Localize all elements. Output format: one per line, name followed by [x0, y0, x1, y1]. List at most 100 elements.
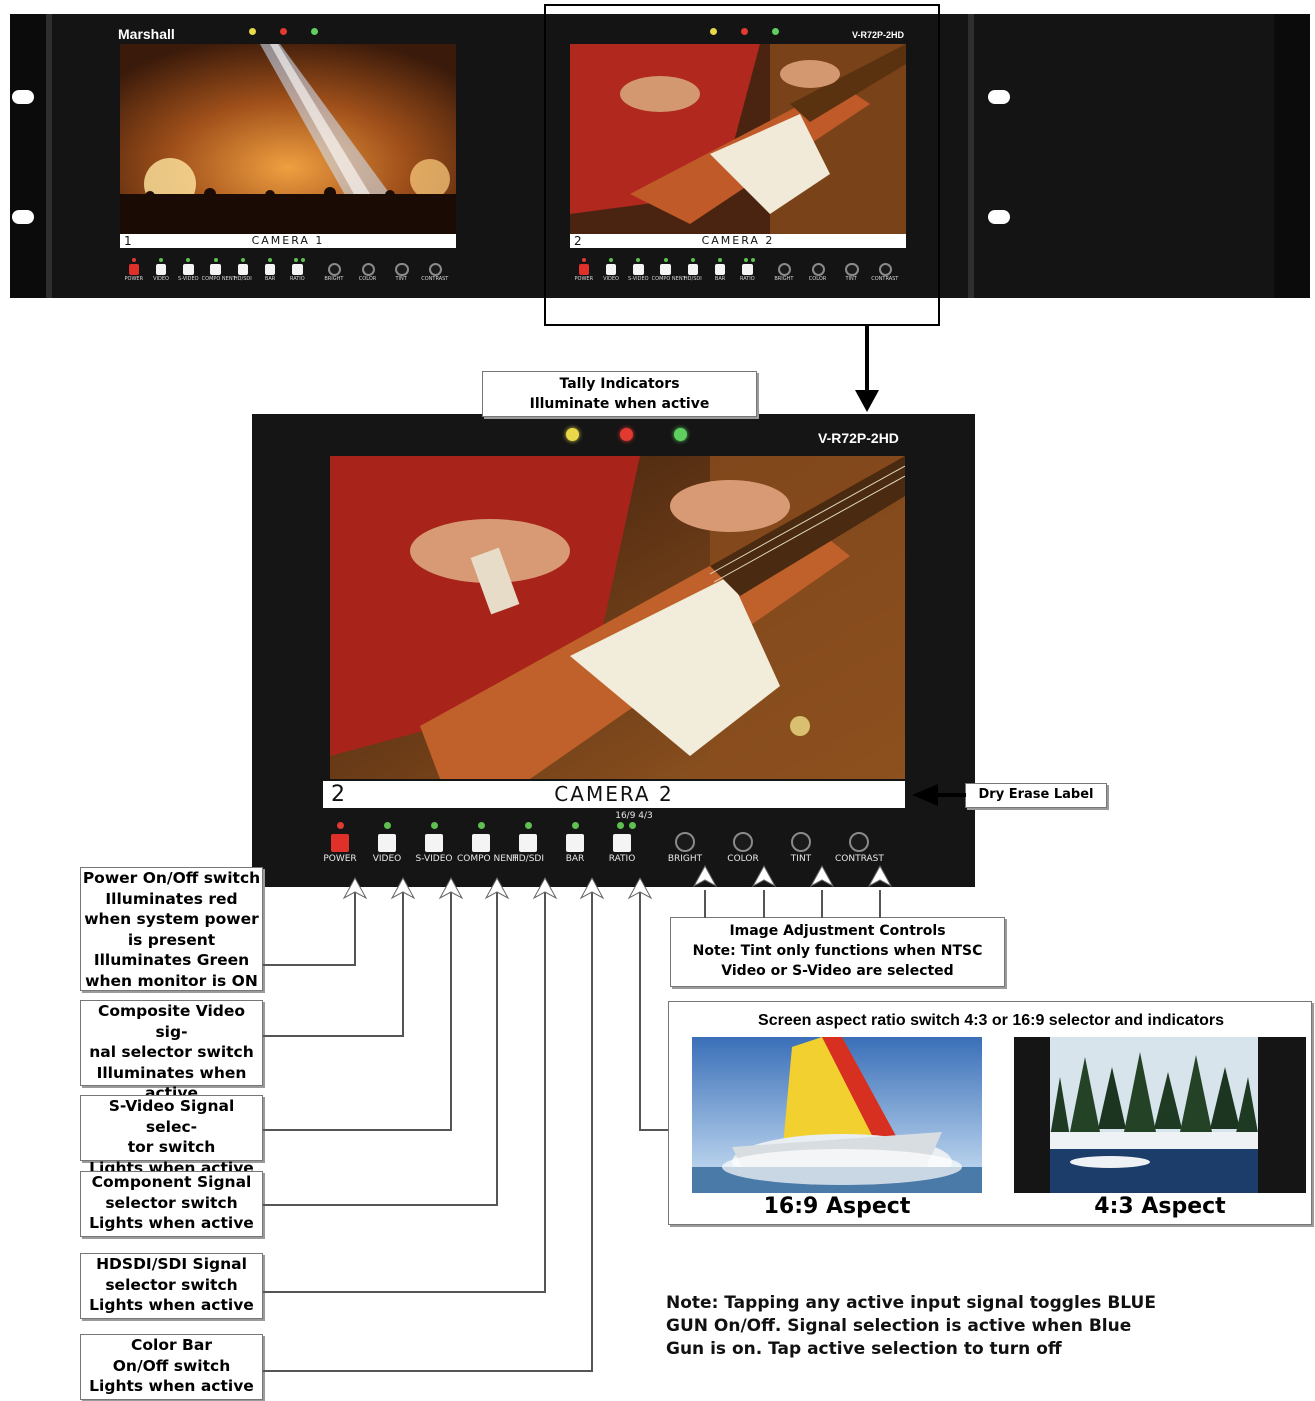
indicator-led	[240, 258, 245, 263]
concert-image	[120, 44, 456, 234]
input-button-bar[interactable]	[566, 834, 584, 852]
knob-label: TINT	[790, 854, 812, 864]
indicator-led	[524, 822, 532, 829]
input-button-compo-nent[interactable]	[210, 264, 221, 275]
callout-line: Power On/Off switch	[82, 869, 261, 887]
input-button-hd-sdi[interactable]	[237, 264, 249, 275]
callout-line: Component Signal	[91, 1173, 252, 1191]
knob-label: COLOR	[808, 275, 827, 282]
button-label: BAR	[565, 854, 585, 864]
bright-knob[interactable]	[675, 832, 695, 852]
arrow-shaft	[934, 793, 966, 797]
dry-erase-label: 2 CAMERA 2	[323, 781, 905, 808]
button-label: VIDEO	[153, 275, 169, 282]
callout-line: Note: Tint only functions when NTSC	[692, 943, 983, 959]
indicator-led	[186, 258, 191, 263]
button-label: POWER	[574, 275, 594, 282]
standard-aspect-frame	[1014, 1037, 1306, 1193]
input-button-hd-sdi[interactable]	[687, 264, 699, 275]
monitor-number: 2	[331, 782, 345, 807]
camera-label: CAMERA 1	[251, 234, 325, 247]
indicator-led	[294, 258, 299, 263]
arrow-shaft	[865, 326, 869, 394]
standard-aspect-image	[1050, 1037, 1258, 1193]
button-label: VIDEO	[372, 854, 402, 864]
knob-label: BRIGHT	[667, 854, 703, 864]
indicator-led	[751, 258, 756, 263]
input-button-video[interactable]	[378, 834, 396, 852]
button-label: BAR	[264, 275, 276, 282]
aspect-title: Screen aspect ratio switch 4:3 or 16:9 s…	[758, 1012, 1224, 1029]
contrast-knob[interactable]	[429, 262, 443, 277]
input-button-bar[interactable]	[264, 264, 276, 275]
contrast-knob[interactable]	[849, 832, 869, 852]
input-button-power[interactable]	[128, 264, 140, 275]
input-button-ratio[interactable]	[613, 834, 631, 852]
callout-line: Illuminates when	[96, 1063, 247, 1082]
camera-label: CAMERA 2	[701, 234, 775, 247]
input-button-ratio[interactable]	[742, 264, 753, 275]
color-knob[interactable]	[361, 262, 375, 277]
tint-knob[interactable]	[845, 262, 859, 277]
button-label: RATIO	[608, 854, 636, 864]
color-knob[interactable]	[733, 832, 753, 852]
indicator-led	[159, 258, 164, 263]
rack-hole	[12, 90, 34, 104]
input-button-video[interactable]	[605, 264, 617, 275]
wide-aspect-label: 16:9 Aspect	[763, 1194, 911, 1219]
button-label: S-VIDEO	[628, 275, 649, 282]
bright-knob[interactable]	[328, 262, 342, 277]
guitar-image-small	[570, 44, 906, 234]
power-callout: Power On/Off switch Illuminates red when…	[80, 867, 263, 991]
input-button-hd-sdi[interactable]	[519, 834, 537, 852]
callout-line: selector switch	[105, 1275, 238, 1294]
input-button-power[interactable]	[331, 834, 349, 852]
note-line: GUN On/Off. Signal selection is active w…	[666, 1316, 1132, 1336]
input-button-bar[interactable]	[714, 264, 726, 275]
button-label: VIDEO	[603, 275, 619, 282]
knob-label: TINT	[845, 275, 857, 282]
callout-line: Color Bar	[131, 1336, 212, 1354]
indicator-led	[744, 258, 749, 263]
button-label: S-VIDEO	[178, 275, 199, 282]
indicator-led	[131, 258, 136, 263]
input-button-ratio[interactable]	[292, 264, 303, 275]
arrow-left-icon	[912, 784, 938, 806]
callout-line: Video or S-Video are selected	[721, 963, 954, 979]
input-button-power[interactable]	[578, 264, 590, 275]
callout-line: tor switch	[127, 1138, 216, 1156]
model-label-small: V-R72P-2HD	[852, 30, 905, 40]
input-button-s-video[interactable]	[183, 264, 194, 275]
input-button-video[interactable]	[155, 264, 167, 275]
bright-knob[interactable]	[778, 262, 792, 277]
callout-line: selector switch	[105, 1193, 238, 1212]
color-knob[interactable]	[811, 262, 825, 277]
input-button-s-video[interactable]	[425, 834, 443, 852]
button-label: S-VIDEO	[415, 854, 453, 864]
indicator-led	[636, 258, 641, 263]
arrow-down-icon	[855, 390, 879, 412]
indicator-led	[690, 258, 695, 263]
tint-knob[interactable]	[791, 832, 811, 852]
knob-label: COLOR	[727, 854, 759, 864]
input-button-compo-nent[interactable]	[660, 264, 671, 275]
input-button-compo-nent[interactable]	[472, 834, 490, 852]
contrast-knob[interactable]	[879, 262, 893, 277]
svideo-callout: S-Video Signal selec- tor switch Lights …	[80, 1095, 263, 1177]
button-label: RATIO	[289, 275, 305, 282]
tint-knob[interactable]	[395, 262, 409, 277]
rack-hole	[988, 210, 1010, 224]
knob-label: CONTRAST	[835, 854, 884, 864]
knob-label: COLOR	[358, 275, 377, 282]
tally-yellow-led	[566, 428, 579, 441]
indicator-led	[383, 822, 391, 829]
button-label: HD/SDI	[233, 275, 252, 282]
indicator-led	[477, 822, 485, 829]
input-button-s-video[interactable]	[633, 264, 644, 275]
tally-red-led	[741, 28, 748, 35]
indicator-led	[718, 258, 723, 263]
indicator-led	[581, 258, 586, 263]
monitor-number: 1	[124, 234, 132, 248]
